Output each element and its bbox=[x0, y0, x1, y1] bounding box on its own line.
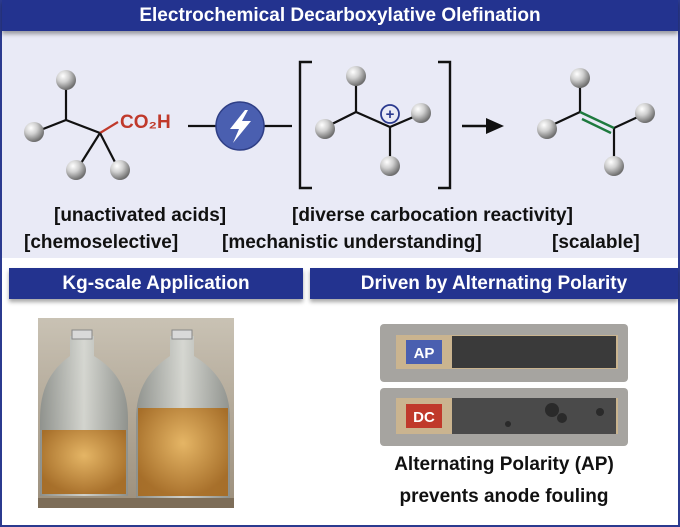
substituent-ball bbox=[537, 119, 557, 139]
substituent-ball bbox=[66, 160, 86, 180]
electrode-photos: AP DC bbox=[380, 324, 628, 446]
carbocation-structure: + bbox=[315, 66, 431, 176]
cation-charge bbox=[380, 104, 400, 124]
substituent-ball bbox=[56, 70, 76, 90]
dc-tag-label: DC bbox=[413, 409, 435, 426]
substituent-ball bbox=[24, 122, 44, 142]
substituent-ball bbox=[411, 103, 431, 123]
caption-line-2: prevents anode fouling bbox=[399, 486, 609, 507]
substituent-ball bbox=[380, 156, 400, 176]
acid-structure: CO₂H bbox=[24, 70, 171, 180]
olefin-structure bbox=[537, 68, 655, 176]
acid-label: CO₂H bbox=[120, 112, 171, 133]
reaction-arrow bbox=[462, 118, 504, 134]
double-bond bbox=[579, 110, 615, 130]
substituent-ball bbox=[110, 160, 130, 180]
electrode-dc-surface bbox=[452, 398, 616, 434]
caption-line-1: Alternating Polarity (AP) bbox=[394, 454, 614, 475]
substituent-ball bbox=[315, 119, 335, 139]
electrolysis-step bbox=[188, 101, 292, 151]
substituent-ball bbox=[604, 156, 624, 176]
bottle-photo bbox=[38, 318, 234, 508]
substituent-ball bbox=[346, 66, 366, 86]
kg-scale-banner: Kg-scale Application bbox=[9, 268, 303, 299]
electrode-ap-surface bbox=[452, 336, 616, 368]
main-title-banner: Electrochemical Decarboxylative Olefinat… bbox=[2, 0, 678, 31]
label-unactivated-acids: [unactivated acids] bbox=[54, 205, 227, 226]
alternating-polarity-banner: Driven by Alternating Polarity bbox=[310, 268, 678, 299]
bottle-right-liquid bbox=[138, 408, 228, 496]
label-mechanistic-understanding: [mechanistic understanding] bbox=[222, 232, 482, 253]
lightning-bolt-icon bbox=[230, 110, 251, 143]
bottle-left-liquid bbox=[42, 430, 126, 494]
dc-tag bbox=[406, 404, 442, 428]
substituent-ball bbox=[570, 68, 590, 88]
intermediate-brackets bbox=[298, 60, 452, 190]
ap-tag-label: AP bbox=[414, 345, 435, 362]
label-scalable: [scalable] bbox=[552, 232, 640, 253]
double-bond bbox=[581, 117, 612, 135]
ap-tag bbox=[406, 340, 442, 364]
substituent-ball bbox=[635, 103, 655, 123]
label-chemoselective: [chemoselective] bbox=[24, 232, 179, 253]
scheme-panel bbox=[2, 2, 678, 258]
plus-sign: + bbox=[386, 106, 395, 123]
label-carbocation-reactivity: [diverse carbocation reactivity] bbox=[292, 205, 573, 226]
